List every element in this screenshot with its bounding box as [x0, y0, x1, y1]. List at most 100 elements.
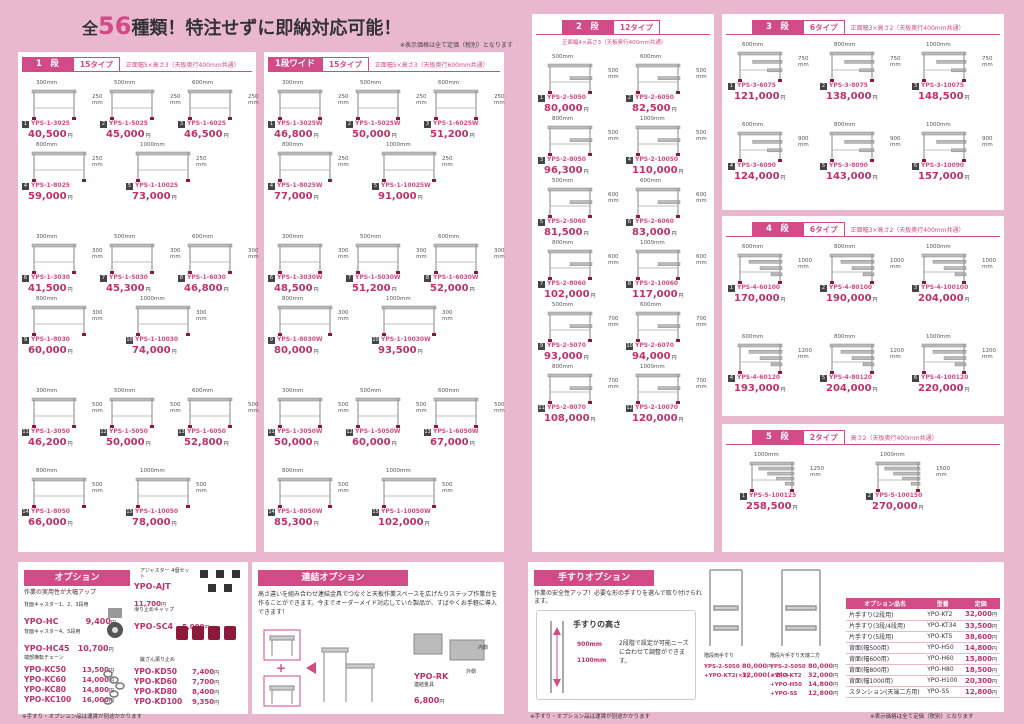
- height-dim: 250 mm: [338, 156, 349, 168]
- yen-unit: 円: [223, 287, 229, 293]
- item-number: 2: [346, 121, 353, 128]
- price-value: 41,500: [28, 283, 67, 294]
- price-value: 74,000: [132, 345, 171, 356]
- product-price: 59,000円: [28, 191, 73, 202]
- option-price: 7,400: [192, 668, 215, 676]
- option-price: 14,000: [82, 676, 110, 684]
- step-stand-illustration: [921, 51, 967, 82]
- step-stand-illustration: [547, 373, 593, 404]
- price-value: 73,000: [132, 191, 171, 202]
- yen-unit: 円: [391, 287, 397, 293]
- illustration: [918, 252, 978, 284]
- width-dim: 800mm: [282, 468, 304, 474]
- step-stand-illustration: [921, 253, 967, 284]
- rail-code: +YPO-H50: [770, 682, 802, 688]
- yen-unit: 円: [792, 505, 798, 511]
- item-number: 2: [866, 493, 873, 500]
- width-dim: 500mm: [114, 234, 136, 240]
- rail-height-1100: 1100mm: [577, 657, 607, 664]
- illustration: [378, 304, 438, 336]
- item-number: 3: [424, 121, 431, 128]
- code-text: YPS-1-3050: [31, 428, 70, 435]
- code-text: YPS-1-8025: [31, 182, 70, 189]
- price-value: 60,000: [28, 345, 67, 356]
- price-value: 51,200: [430, 129, 469, 140]
- illustration: [274, 150, 334, 182]
- option-price: 14,800: [82, 686, 110, 694]
- price-value: 67,000: [430, 437, 469, 448]
- illustration: [184, 88, 244, 120]
- width-dim: 1000mm: [140, 468, 165, 474]
- width-dim: 500mm: [552, 54, 574, 60]
- item-number: 6: [268, 275, 275, 282]
- section-header-5-dan: 5 段 2タイプ 高さ2（天板奥行400mm共通）: [752, 430, 938, 445]
- yen-unit: 円: [767, 664, 773, 670]
- option-code: YPO-KD100: [134, 697, 183, 706]
- rail-code: +YPO-KT2: [770, 673, 802, 679]
- step-stand-illustration: [277, 243, 323, 274]
- code-text: YPS-2-10070: [635, 404, 679, 411]
- price-value: 270,000: [872, 501, 918, 512]
- product-price: 60,000円: [352, 437, 397, 448]
- height-dim: 1000 mm: [798, 258, 812, 270]
- code-text: YPS-2-5050: [547, 94, 586, 101]
- title-number: 56: [98, 12, 132, 40]
- rail-height-desc: 2段階で設定が可能ニーズに合わせて調整ができます。: [619, 640, 689, 665]
- width-dim: 600mm: [192, 80, 214, 86]
- yen-unit: 円: [872, 175, 878, 181]
- product-price: 138,000円: [826, 91, 878, 102]
- rail-example-1-label: 階段両手すり: [704, 653, 735, 659]
- product-price: 80,000円: [274, 345, 319, 356]
- code-text: YPS-4-100120: [921, 374, 969, 381]
- yen-unit: 円: [214, 700, 220, 706]
- illustration: [918, 130, 978, 162]
- code-text: YPS-3-10090: [921, 162, 965, 169]
- product-price: 46,200円: [28, 437, 73, 448]
- item-number: 7: [538, 281, 545, 288]
- yen-unit: 円: [223, 441, 229, 447]
- price-value: 60,000: [352, 437, 391, 448]
- table-cell: 32,000円: [961, 609, 1000, 621]
- yen-unit: 円: [991, 645, 997, 652]
- height-dim: 250 mm: [494, 94, 505, 106]
- height-dim: 600 mm: [696, 254, 707, 266]
- code-text: YPS-1-6030: [187, 274, 226, 281]
- caster-title: 作業の実用性が大幅アップ: [24, 589, 97, 596]
- product-price: 46,800円: [184, 283, 229, 294]
- code-text: YPS-1-5050: [109, 428, 148, 435]
- caster-icon: [104, 606, 126, 642]
- step-stand-illustration: [31, 151, 87, 182]
- price-value: 59,000: [28, 191, 67, 202]
- option-price: 8,400: [192, 688, 215, 696]
- table-header: 型番: [924, 598, 962, 609]
- yen-unit: 円: [583, 231, 589, 237]
- code-text: YPS-4-80100: [829, 284, 873, 291]
- item-number: 3: [178, 121, 185, 128]
- item-number: 15: [126, 509, 133, 516]
- illustration: [544, 248, 604, 280]
- code-text: YPS-1-6025W: [433, 120, 479, 127]
- adjuster-icon: [196, 568, 244, 598]
- illustration: [430, 396, 490, 428]
- code-text: YPS-3-6075: [737, 82, 776, 89]
- rail-code: +YPO-KT2(×2): [704, 673, 749, 679]
